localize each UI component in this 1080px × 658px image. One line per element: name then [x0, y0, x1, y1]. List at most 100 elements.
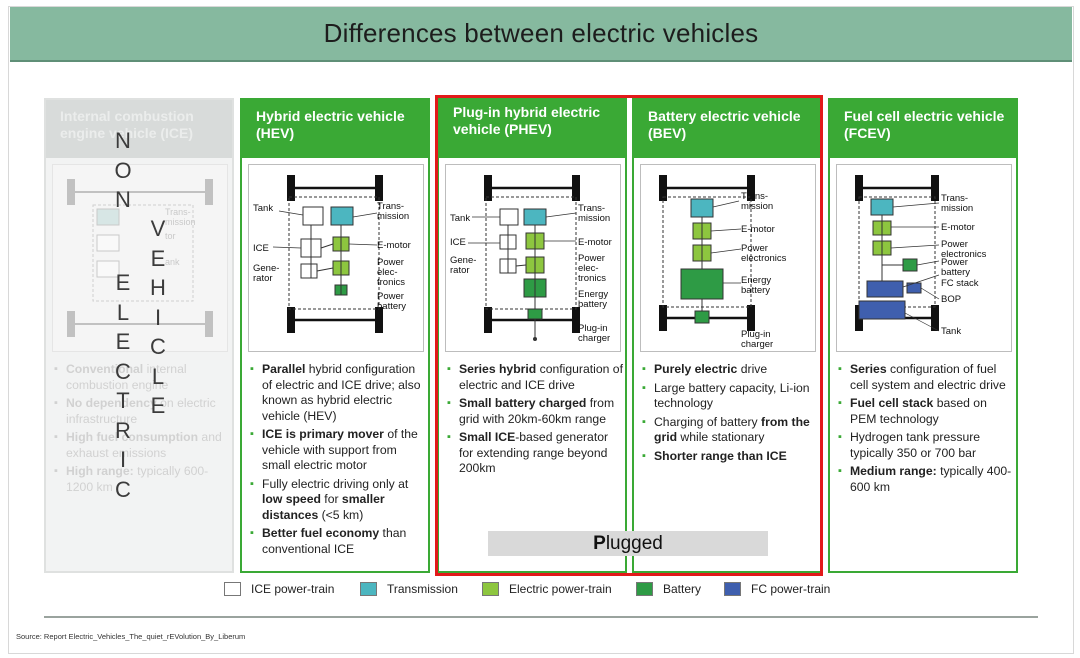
legend-swatch	[724, 582, 741, 596]
svg-text:charger: charger	[741, 339, 773, 350]
bullet-item: Hydrogen tank pressure typically 350 or …	[838, 430, 1014, 461]
legend-item-ice: ICE power-train	[224, 580, 334, 598]
svg-text:Trans-: Trans-	[165, 207, 191, 217]
legend: ICE power-train Transmission Electric po…	[0, 580, 1080, 600]
legend-item-electric: Electric power-train	[482, 580, 612, 598]
svg-text:Tank: Tank	[450, 213, 470, 224]
svg-text:Trans-: Trans-	[741, 191, 768, 202]
svg-text:mission: mission	[165, 217, 196, 227]
ice-bullet-list: Conventional internal combustion engine …	[54, 362, 230, 498]
title-bar: Differences between electric vehicles	[10, 7, 1072, 62]
svg-text:tronics: tronics	[578, 273, 606, 284]
legend-swatch	[636, 582, 653, 596]
bev-bullet-list: Purely electric drive Large battery capa…	[642, 362, 818, 467]
svg-text:Power: Power	[578, 253, 605, 264]
svg-text:Gene-: Gene-	[450, 255, 476, 266]
svg-text:elec-: elec-	[578, 263, 599, 274]
bullet-item: Shorter range than ICE	[642, 449, 818, 465]
bullet-item: Fully electric driving only at low speed…	[250, 477, 426, 524]
svg-text:battery: battery	[578, 299, 607, 310]
svg-text:Power: Power	[741, 243, 768, 254]
svg-text:battery: battery	[741, 285, 770, 296]
hev-drivetrain-diagram: Tank ICE Gene- rator Trans- mission E-mo…	[248, 164, 424, 352]
column-ice-header: Internal combustion engine vehicle (ICE)	[46, 100, 232, 158]
svg-text:ICE: ICE	[450, 237, 466, 248]
column-fcev: Fuel cell electric vehicle (FCEV)	[828, 98, 1018, 573]
svg-text:E-motor: E-motor	[741, 224, 775, 235]
svg-text:ICE: ICE	[253, 243, 269, 254]
hev-bullet-list: Parallel hybrid configuration of electri…	[250, 362, 426, 560]
svg-text:rator: rator	[450, 265, 470, 276]
svg-text:mission: mission	[941, 203, 973, 214]
ice-drivetrain-diagram: Trans- mission tor ank	[52, 164, 228, 352]
svg-text:Tank: Tank	[253, 203, 273, 214]
svg-text:mission: mission	[578, 213, 610, 224]
column-fcev-header: Fuel cell electric vehicle (FCEV)	[830, 100, 1016, 158]
svg-text:Trans-: Trans-	[377, 201, 404, 212]
svg-text:Energy: Energy	[741, 275, 771, 286]
divider	[44, 616, 1038, 618]
svg-text:tor: tor	[165, 231, 176, 241]
column-ice: Internal combustion engine vehicle (ICE)…	[44, 98, 234, 573]
svg-text:electronics: electronics	[741, 253, 787, 264]
bullet-item: Large battery capacity, Li-ion technolog…	[642, 381, 818, 412]
legend-item-transmission: Transmission	[360, 580, 458, 598]
bullet-item: Better fuel economy than conventional IC…	[250, 526, 426, 557]
bullet-item: High fuel consumption and exhaust emissi…	[54, 430, 230, 461]
svg-text:E-motor: E-motor	[377, 240, 411, 251]
svg-text:Gene-: Gene-	[253, 263, 279, 274]
svg-text:Tank: Tank	[941, 326, 961, 337]
bullet-item: Conventional internal combustion engine	[54, 362, 230, 393]
column-bev: Battery electric vehicle (BEV) Trans- mi…	[632, 98, 822, 573]
svg-text:ank: ank	[165, 257, 180, 267]
svg-text:Plug-in: Plug-in	[741, 329, 771, 340]
plugged-highlight-box	[435, 95, 823, 576]
column-hev: Hybrid electric vehicle (HEV) Ta	[240, 98, 430, 573]
svg-text:electronics: electronics	[941, 249, 987, 260]
svg-text:mission: mission	[377, 211, 409, 222]
bullet-item: Small ICE-based generator for extending …	[447, 430, 623, 477]
bullet-item: Series configuration of fuel cell system…	[838, 362, 1014, 393]
bullet-item: Medium range: typically 400-600 km	[838, 464, 1014, 495]
bullet-item: Small battery charged from grid with 20k…	[447, 396, 623, 427]
svg-text:tronics: tronics	[377, 277, 405, 288]
svg-text:Energy: Energy	[578, 289, 608, 300]
bullet-item: ICE is primary mover of the vehicle with…	[250, 427, 426, 474]
svg-text:BOP: BOP	[941, 294, 961, 305]
bullet-item: Charging of battery from the grid while …	[642, 415, 818, 446]
bullet-item: Series hybrid configuration of electric …	[447, 362, 623, 393]
fcev-bullet-list: Series configuration of fuel cell system…	[838, 362, 1014, 498]
bev-drivetrain-diagram: Trans- mission E-motor Power electronics…	[640, 164, 816, 352]
svg-text:Trans-: Trans-	[941, 193, 968, 204]
legend-swatch	[360, 582, 377, 596]
svg-text:elec-: elec-	[377, 267, 398, 278]
svg-text:Power: Power	[941, 239, 968, 250]
bullet-item: High range: typically 600-1200 km	[54, 464, 230, 495]
svg-text:Power: Power	[377, 291, 404, 302]
phev-drivetrain-diagram: Tank ICE Gene- rator Trans- mission E-mo…	[445, 164, 621, 352]
svg-text:battery: battery	[377, 301, 406, 312]
svg-text:charger: charger	[578, 333, 610, 344]
plugged-label: Plugged	[488, 531, 768, 556]
column-hev-header: Hybrid electric vehicle (HEV)	[242, 100, 428, 158]
svg-text:Power: Power	[377, 257, 404, 268]
column-phev-header: Plug-in hybrid electric vehicle (PHEV)	[439, 100, 625, 158]
svg-text:E-motor: E-motor	[578, 237, 612, 248]
svg-text:battery: battery	[941, 267, 970, 278]
svg-text:E-motor: E-motor	[941, 222, 975, 233]
column-phev: Plug-in hybrid electric vehicle (PHEV)	[437, 98, 627, 573]
legend-swatch	[224, 582, 241, 596]
bullet-item: Purely electric drive	[642, 362, 818, 378]
legend-item-battery: Battery	[636, 580, 701, 598]
bullet-item: Parallel hybrid configuration of electri…	[250, 362, 426, 424]
legend-item-fc: FC power-train	[724, 580, 830, 598]
source-note: Source: Report Electric_Vehicles_The_qui…	[16, 632, 246, 641]
svg-text:Power: Power	[941, 257, 968, 268]
svg-text:rator: rator	[253, 273, 273, 284]
legend-swatch	[482, 582, 499, 596]
phev-bullet-list: Series hybrid configuration of electric …	[447, 362, 623, 480]
svg-text:Trans-: Trans-	[578, 203, 605, 214]
